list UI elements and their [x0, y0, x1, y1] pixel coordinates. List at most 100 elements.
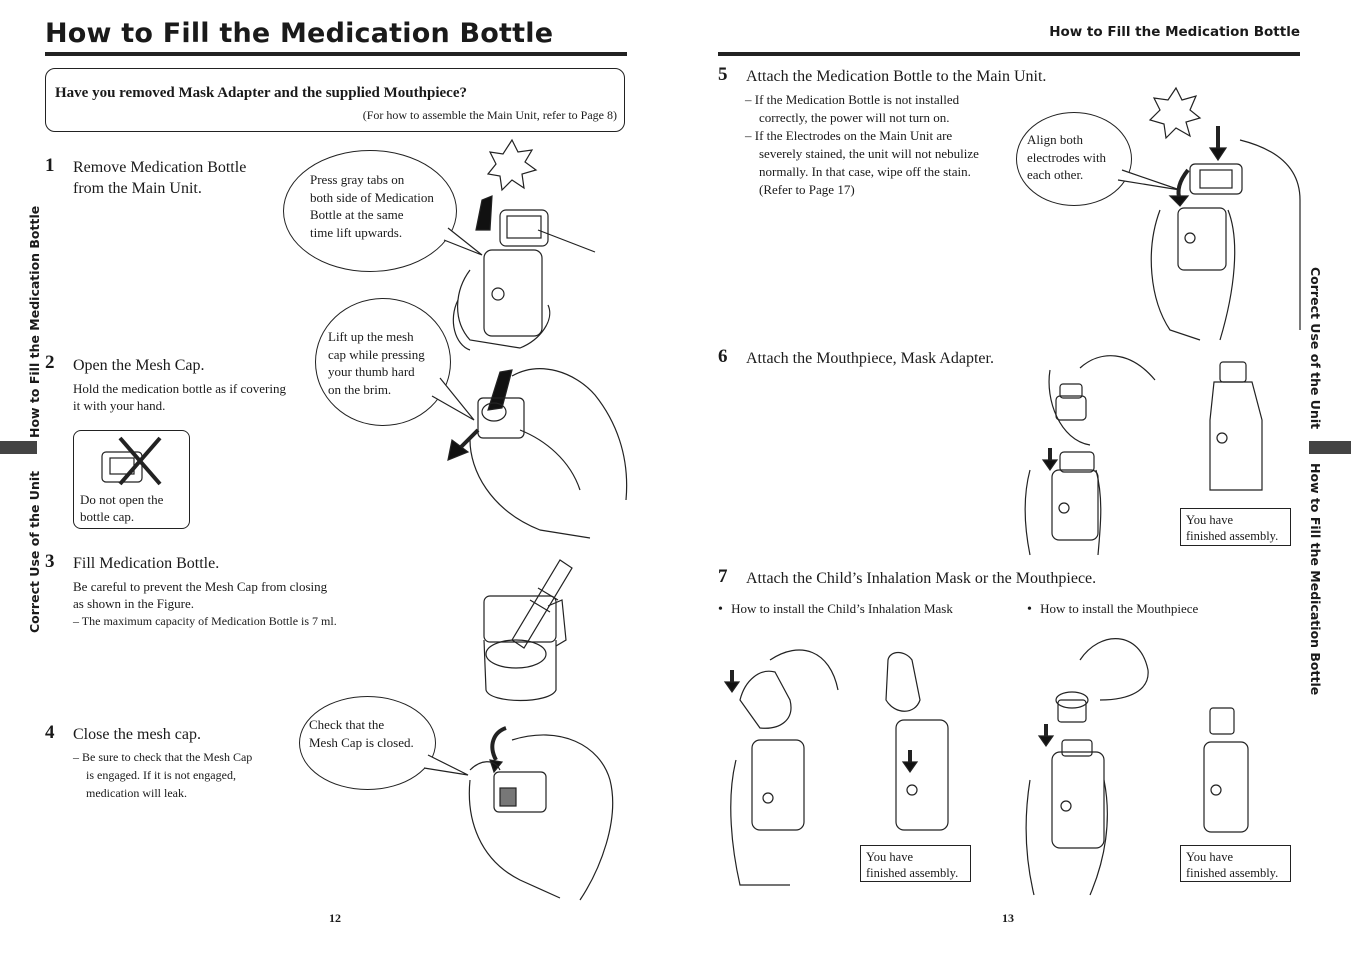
step-5-note-line: – If the Medication Bottle is not instal…: [745, 92, 960, 107]
warning-text-line: bottle cap.: [80, 509, 135, 524]
notice-question: Have you removed Mask Adapter and the su…: [55, 85, 467, 101]
step-1-bubble: [283, 150, 457, 272]
step-3-number: 3: [45, 551, 55, 572]
step-2-bubble-line: on the brim.: [328, 381, 392, 397]
step-4-subnote-line: – Be sure to check that the Mesh Cap: [73, 750, 253, 764]
step-2-bubble: [315, 298, 451, 426]
step-2-bubble-line: your thumb hard: [328, 364, 415, 379]
step-6-illustration: [1024, 355, 1263, 556]
step-1-bubble-text: Press gray tabs on both side of Medicati…: [310, 171, 434, 241]
step-4-subnote: – Be sure to check that the Mesh Cap is …: [73, 748, 252, 802]
step-5-note-line: correctly, the power will not turn on.: [759, 110, 950, 125]
step-7-title: Attach the Child’s Inhalation Mask or th…: [746, 570, 1097, 587]
right-header-rule: [718, 52, 1300, 56]
right-page-header: How to Fill the Medication Bottle: [1049, 24, 1300, 40]
bullet-mouthpiece-label: How to install the Mouthpiece: [1040, 601, 1199, 616]
step-2-title: Open the Mesh Cap.: [73, 357, 205, 374]
page-number-right: 13: [1002, 911, 1014, 925]
step-5-illustration: [1148, 86, 1301, 341]
step-4-number: 4: [45, 722, 55, 743]
bullet-mouthpiece: • How to install the Mouthpiece: [1027, 600, 1198, 618]
step-7-number: 7: [718, 566, 728, 587]
step-5-note-line: – If the Electrodes on the Main Unit are: [745, 128, 953, 143]
step-7-mask-illustration: [723, 649, 949, 886]
finished-text-line: You have: [1186, 850, 1233, 864]
step-5-notes: – If the Medication Bottle is not instal…: [745, 91, 979, 199]
step-2-note: Hold the medication bottle as if coverin…: [73, 380, 286, 414]
step-3-subnote: – The maximum capacity of Medication Bot…: [73, 614, 337, 628]
step-3-note-line: Be careful to prevent the Mesh Cap from …: [73, 579, 328, 594]
step-6-number: 6: [718, 346, 728, 367]
warning-box: [73, 430, 190, 529]
bullet-icon: •: [1027, 602, 1032, 617]
step-3-title: Fill Medication Bottle.: [73, 555, 220, 572]
sidebar-label-lower: Correct Use of the Unit: [27, 470, 42, 633]
title-rule: [45, 52, 627, 56]
step-1-title-line2: from the Main Unit.: [73, 180, 202, 197]
step-4-bubble: [299, 696, 436, 790]
step-5-note-line: (Refer to Page 17): [759, 182, 855, 197]
sidebar-label-upper: How to Fill the Medication Bottle: [27, 205, 42, 438]
step-6-finished-box: You have finished assembly.: [1180, 508, 1291, 546]
finished-text-line: You have: [866, 850, 913, 864]
sidebar-right-upper: Correct Use of the Unit: [1308, 267, 1323, 430]
step-4-bubble-text: Check that the Mesh Cap is closed.: [309, 716, 414, 751]
finished-text-line: You have: [1186, 513, 1233, 527]
finished-text-line: finished assembly.: [866, 866, 959, 880]
step-5-bubble-line: each other.: [1027, 167, 1084, 182]
bullet-mask-label: How to install the Child’s Inhalation Ma…: [731, 601, 953, 616]
step-1-number: 1: [45, 155, 55, 176]
step-2-bubble-line: Lift up the mesh: [328, 329, 414, 344]
warning-bottle-icon: [101, 436, 162, 486]
step-2-bubble-tail: [431, 377, 475, 421]
step-4-subnote-line: medication will leak.: [86, 786, 187, 800]
step-3-illustration: [483, 559, 573, 702]
step-2-note-line: it with your hand.: [73, 398, 166, 413]
sidebar-right-lower: How to Fill the Medication Bottle: [1308, 463, 1323, 696]
step-4-bubble-line: Check that the: [309, 717, 385, 732]
step-1-bubble-tail: [443, 227, 483, 256]
step-6-title: Attach the Mouthpiece, Mask Adapter.: [746, 350, 994, 367]
sidebar-tab-right: [1309, 441, 1351, 454]
bullet-icon: •: [718, 602, 723, 617]
step-7-mask-finished-box: You have finished assembly.: [860, 845, 971, 882]
page-number-left: 12: [329, 911, 341, 925]
step-2-bubble-line: cap while pressing: [328, 346, 425, 362]
step-1-illustration: [452, 138, 596, 351]
finished-text-line: finished assembly.: [1186, 866, 1279, 880]
step-1-title-line1: Remove Medication Bottle: [73, 159, 247, 176]
step-4-subnote-line: is engaged. If it is not engaged,: [86, 768, 236, 782]
step-5-bubble-line: Align both: [1027, 132, 1083, 147]
finished-text-line: finished assembly.: [1186, 529, 1279, 543]
notice-box: Have you removed Mask Adapter and the su…: [45, 68, 625, 132]
step-5-bubble-line: electrodes with: [1027, 149, 1107, 165]
warning-text: Do not open the bottle cap.: [80, 491, 163, 525]
step-1-title: Remove Medication Bottle from the Main U…: [73, 157, 246, 199]
step-5-number: 5: [718, 64, 728, 85]
sidebar-tab-left: [0, 441, 37, 454]
step-1-bubble-line: Press gray tabs on: [310, 172, 405, 187]
page-title: How to Fill the Medication Bottle: [45, 18, 554, 49]
step-1-bubble-line: both side of Medication: [310, 189, 434, 205]
step-3-note: Be careful to prevent the Mesh Cap from …: [73, 578, 327, 612]
step-4-bubble-tail: [423, 754, 469, 776]
step-5-title: Attach the Medication Bottle to the Main…: [746, 68, 1047, 85]
step-5-bubble-text: Align both electrodes with each other.: [1027, 131, 1106, 184]
step-2-bubble-text: Lift up the mesh cap while pressing your…: [328, 328, 425, 398]
step-2-number: 2: [45, 352, 55, 373]
notice-reference: (For how to assemble the Main Unit, refe…: [362, 108, 617, 122]
step-4-illustration: [468, 726, 614, 901]
step-5-bubble: [1016, 112, 1132, 206]
step-5-note-line: severely stained, the unit will not nebu…: [759, 146, 979, 161]
step-5-note-line: normally. In that case, wipe off the sta…: [759, 164, 971, 179]
warning-text-line: Do not open the: [80, 492, 164, 507]
step-1-bubble-line: time lift upwards.: [310, 224, 403, 240]
step-7-mouthpiece-illustration: [1025, 638, 1249, 896]
step-4-title: Close the mesh cap.: [73, 726, 201, 743]
step-2-note-line: Hold the medication bottle as if coverin…: [73, 381, 286, 396]
bullet-mask: • How to install the Child’s Inhalation …: [718, 600, 953, 618]
step-3-note-line: as shown in the Figure.: [73, 596, 194, 611]
step-1-bubble-line: Bottle at the same: [310, 207, 404, 222]
step-4-bubble-line: Mesh Cap is closed.: [309, 734, 414, 750]
step-2-illustration: [447, 368, 628, 539]
